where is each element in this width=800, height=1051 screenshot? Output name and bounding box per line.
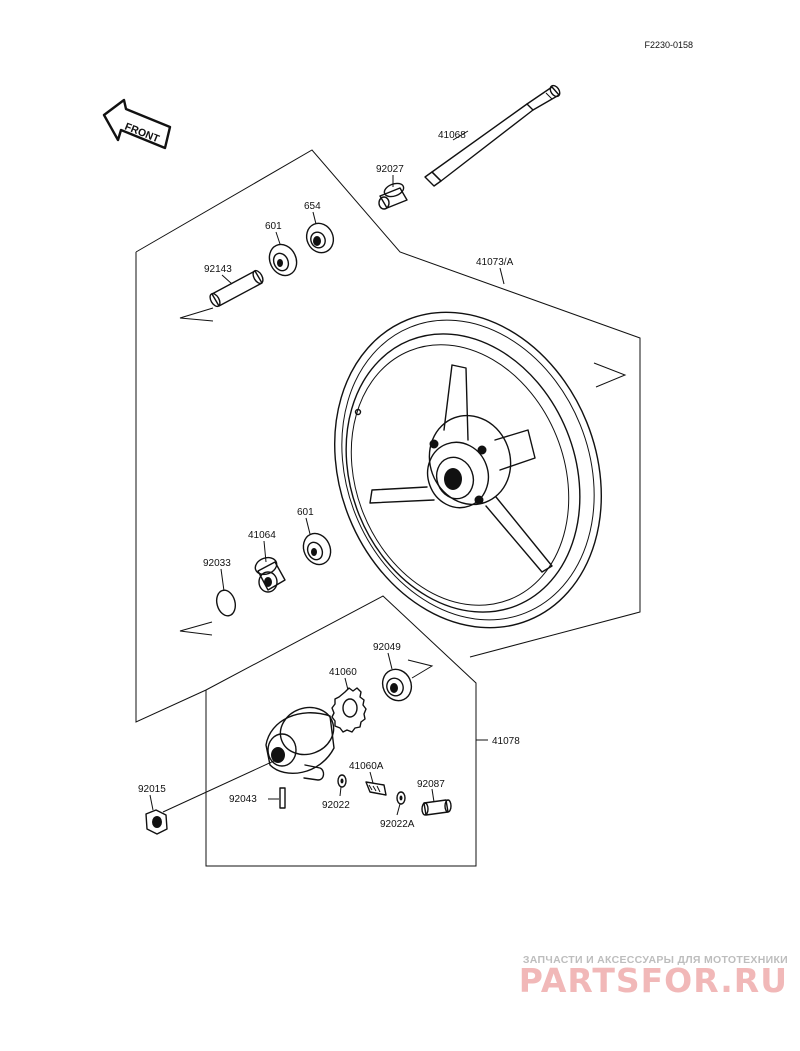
axis-line: [162, 759, 277, 813]
spacer-part: [209, 269, 264, 308]
label-oil-seal: 92049: [373, 642, 401, 653]
label-collar-top: 92027: [376, 164, 404, 175]
wheel-rim-part: [334, 311, 602, 629]
wheel-assembly-outline: [135, 149, 641, 658]
pin-part: [279, 787, 286, 809]
bushing-part: [421, 799, 452, 816]
circlip-part: [215, 589, 237, 617]
washer-part: [337, 774, 347, 788]
leader-lines: [149, 130, 505, 816]
label-washer-a: 92022A: [380, 819, 415, 830]
label-pin: 92043: [229, 794, 257, 805]
bearing-601-bottom-part: [302, 532, 332, 566]
diagram-code: F2230-0158: [644, 40, 693, 50]
label-washer: 92022: [322, 800, 350, 811]
pinion-part: [365, 781, 387, 796]
axle-part: [424, 84, 561, 187]
nut-part: [145, 809, 168, 835]
label-meter-gearbox: 41078: [492, 736, 520, 747]
label-bushing: 92087: [417, 779, 445, 790]
watermark-brand: PARTSFOR.RU: [519, 961, 788, 1000]
label-gear-housing-collar: 41064: [248, 530, 276, 541]
label-bearing-654: 654: [304, 201, 321, 212]
label-nut: 92015: [138, 784, 166, 795]
label-pinion: 41060A: [349, 761, 384, 772]
meter-gearbox-part: [265, 706, 335, 781]
front-arrow-icon: FRONT: [102, 98, 172, 150]
guide-marks: [179, 307, 627, 679]
gear-housing-collar-part: [254, 556, 286, 593]
washer-a-part: [396, 791, 406, 805]
label-circlip: 92033: [203, 558, 231, 569]
label-spacer: 92143: [204, 264, 232, 275]
wheel-assembly-outline-left: [135, 252, 207, 723]
collar-top-part: [378, 182, 408, 210]
label-bearing-601-bottom: 601: [297, 507, 314, 518]
bearing-601-top-part: [268, 243, 298, 277]
label-wheel: 41073/A: [476, 257, 514, 268]
oil-seal-part: [381, 668, 413, 702]
label-bearing-601-top: 601: [265, 221, 282, 232]
label-axle: 41068: [438, 130, 466, 141]
bearing-654-part: [305, 222, 335, 254]
gearbox-group-outline: [205, 595, 477, 867]
drive-gear-part: [331, 687, 367, 733]
label-drive-gear: 41060: [329, 667, 357, 678]
watermark-tagline: ЗАПЧАСТИ И АКСЕССУАРЫ ДЛЯ МОТОТЕХНИКИ: [523, 954, 788, 966]
